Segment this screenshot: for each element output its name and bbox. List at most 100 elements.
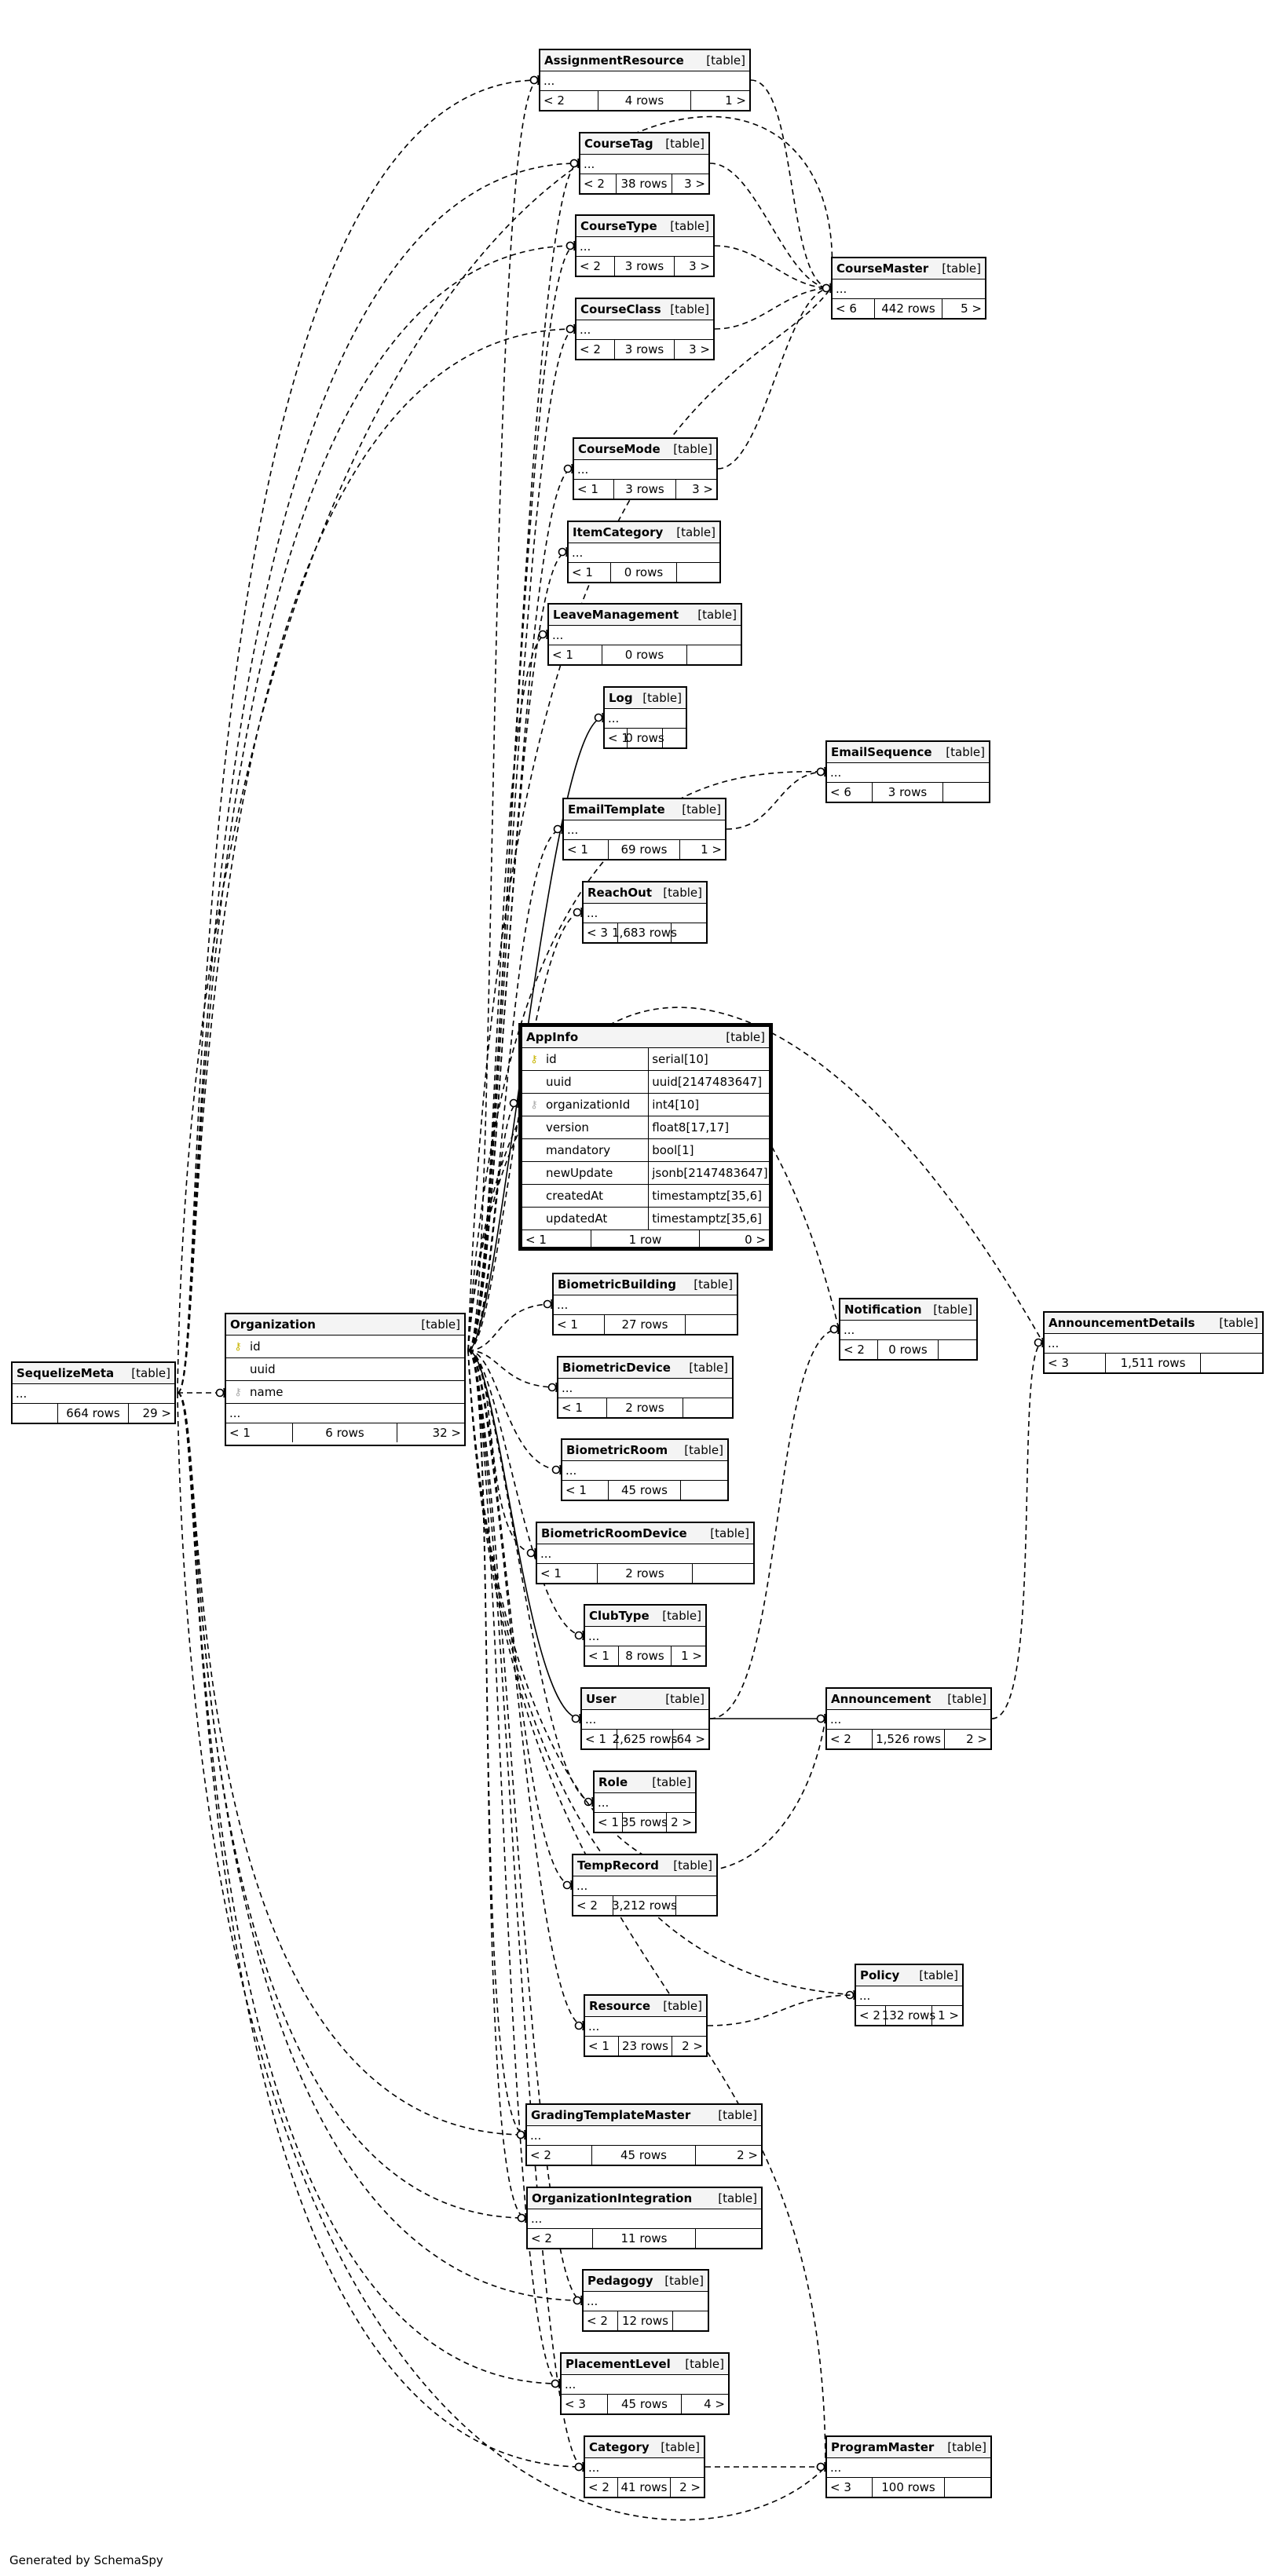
table-name[interactable]: ItemCategory — [573, 524, 664, 539]
table-name[interactable]: TempRecord — [577, 1858, 659, 1873]
table-name[interactable]: Policy — [860, 1968, 900, 1982]
children-count[interactable] — [693, 1564, 753, 1583]
table-name[interactable]: CourseTag — [584, 136, 653, 151]
children-count[interactable] — [681, 1481, 727, 1500]
parents-count[interactable]: < 1 — [564, 840, 609, 859]
children-count[interactable] — [677, 563, 719, 582]
children-count[interactable]: 4 > — [704, 2396, 725, 2411]
parents-count[interactable]: < 3 — [827, 2478, 873, 2497]
children-count[interactable]: 1 > — [701, 842, 722, 857]
parents-count[interactable]: < 6 — [833, 299, 876, 318]
parents-count[interactable]: < 1 — [558, 1398, 607, 1417]
table-name[interactable]: CourseType — [580, 218, 657, 233]
table-name[interactable]: PlacementLevel — [565, 2356, 671, 2371]
children-count[interactable] — [943, 783, 989, 802]
children-count[interactable]: 5 > — [961, 301, 982, 316]
table-name[interactable]: SequelizeMeta — [16, 1365, 115, 1380]
table-name[interactable]: AppInfo — [526, 1029, 579, 1044]
children-count[interactable]: 3 > — [689, 258, 710, 273]
children-count[interactable]: 1 > — [681, 1648, 702, 1663]
children-count[interactable]: 2 > — [737, 2147, 758, 2162]
table-name[interactable]: AnnouncementDetails — [1049, 1315, 1195, 1330]
parents-count[interactable]: < 2 — [827, 1730, 873, 1748]
table-name[interactable]: Log — [609, 690, 633, 705]
children-count[interactable] — [945, 2478, 990, 2497]
table-name[interactable]: AssignmentResource — [544, 53, 684, 68]
parents-count[interactable]: < 1 — [605, 729, 629, 747]
children-count[interactable]: 2 > — [671, 1814, 692, 1829]
children-count[interactable] — [939, 1340, 976, 1359]
parents-count[interactable]: < 2 — [576, 257, 615, 276]
table-name[interactable]: LeaveManagement — [553, 607, 679, 622]
table-name[interactable]: User — [586, 1691, 617, 1706]
children-count[interactable]: 29 > — [142, 1405, 171, 1420]
children-count[interactable]: 64 > — [676, 1731, 705, 1746]
children-count[interactable]: 0 > — [745, 1232, 766, 1247]
table-name[interactable]: BiometricRoomDevice — [541, 1526, 687, 1540]
children-count[interactable]: 3 > — [692, 481, 713, 496]
children-count[interactable]: 2 > — [679, 2479, 701, 2494]
parents-count[interactable]: < 2 — [585, 2478, 619, 2497]
table-name[interactable]: BiometricBuilding — [558, 1277, 676, 1292]
table-name[interactable]: Announcement — [831, 1691, 931, 1706]
table-name[interactable]: GradingTemplateMaster — [531, 2107, 691, 2122]
table-name[interactable]: Pedagogy — [587, 2273, 653, 2288]
parents-count[interactable]: < 1 — [554, 1315, 606, 1334]
parents-count[interactable]: < 1 — [585, 2037, 620, 2055]
children-count[interactable] — [1201, 1354, 1262, 1372]
table-name[interactable]: EmailTemplate — [568, 802, 665, 817]
parents-count[interactable]: < 2 — [580, 174, 617, 193]
table-name[interactable]: ProgramMaster — [831, 2439, 935, 2454]
parents-count[interactable]: < 3 — [562, 2395, 609, 2413]
table-name[interactable]: Role — [598, 1774, 628, 1789]
table-name[interactable]: ReachOut — [587, 885, 653, 900]
table-name[interactable]: CourseMaster — [836, 261, 929, 276]
table-name[interactable]: CourseMode — [578, 441, 661, 456]
children-count[interactable] — [676, 1896, 716, 1915]
children-count[interactable] — [673, 2311, 708, 2330]
parents-count[interactable]: < 1 — [582, 1730, 618, 1748]
table-name[interactable]: OrganizationIntegration — [532, 2191, 693, 2205]
parents-count[interactable]: < 2 — [527, 2146, 593, 2165]
column-row-name[interactable]: ⚷name — [226, 1381, 464, 1404]
table-organization[interactable]: Organization [table] ⚷id·uuid⚷name ... <… — [225, 1313, 466, 1446]
table-appinfo[interactable]: AppInfo [table] ⚷idserial[10]·uuiduuid[2… — [518, 1023, 773, 1251]
table-name[interactable]: Notification — [844, 1302, 922, 1317]
parents-count[interactable]: < 1 — [226, 1423, 293, 1442]
parents-count[interactable]: < 2 — [584, 2311, 619, 2330]
parents-count[interactable]: < 1 — [595, 1813, 623, 1832]
column-row-id[interactable]: ⚷id — [226, 1336, 464, 1358]
parents-count[interactable]: < 3 — [584, 923, 618, 942]
children-count[interactable] — [663, 729, 686, 747]
parents-count[interactable]: < 1 — [549, 645, 603, 664]
table-name[interactable]: BiometricDevice — [562, 1360, 671, 1375]
